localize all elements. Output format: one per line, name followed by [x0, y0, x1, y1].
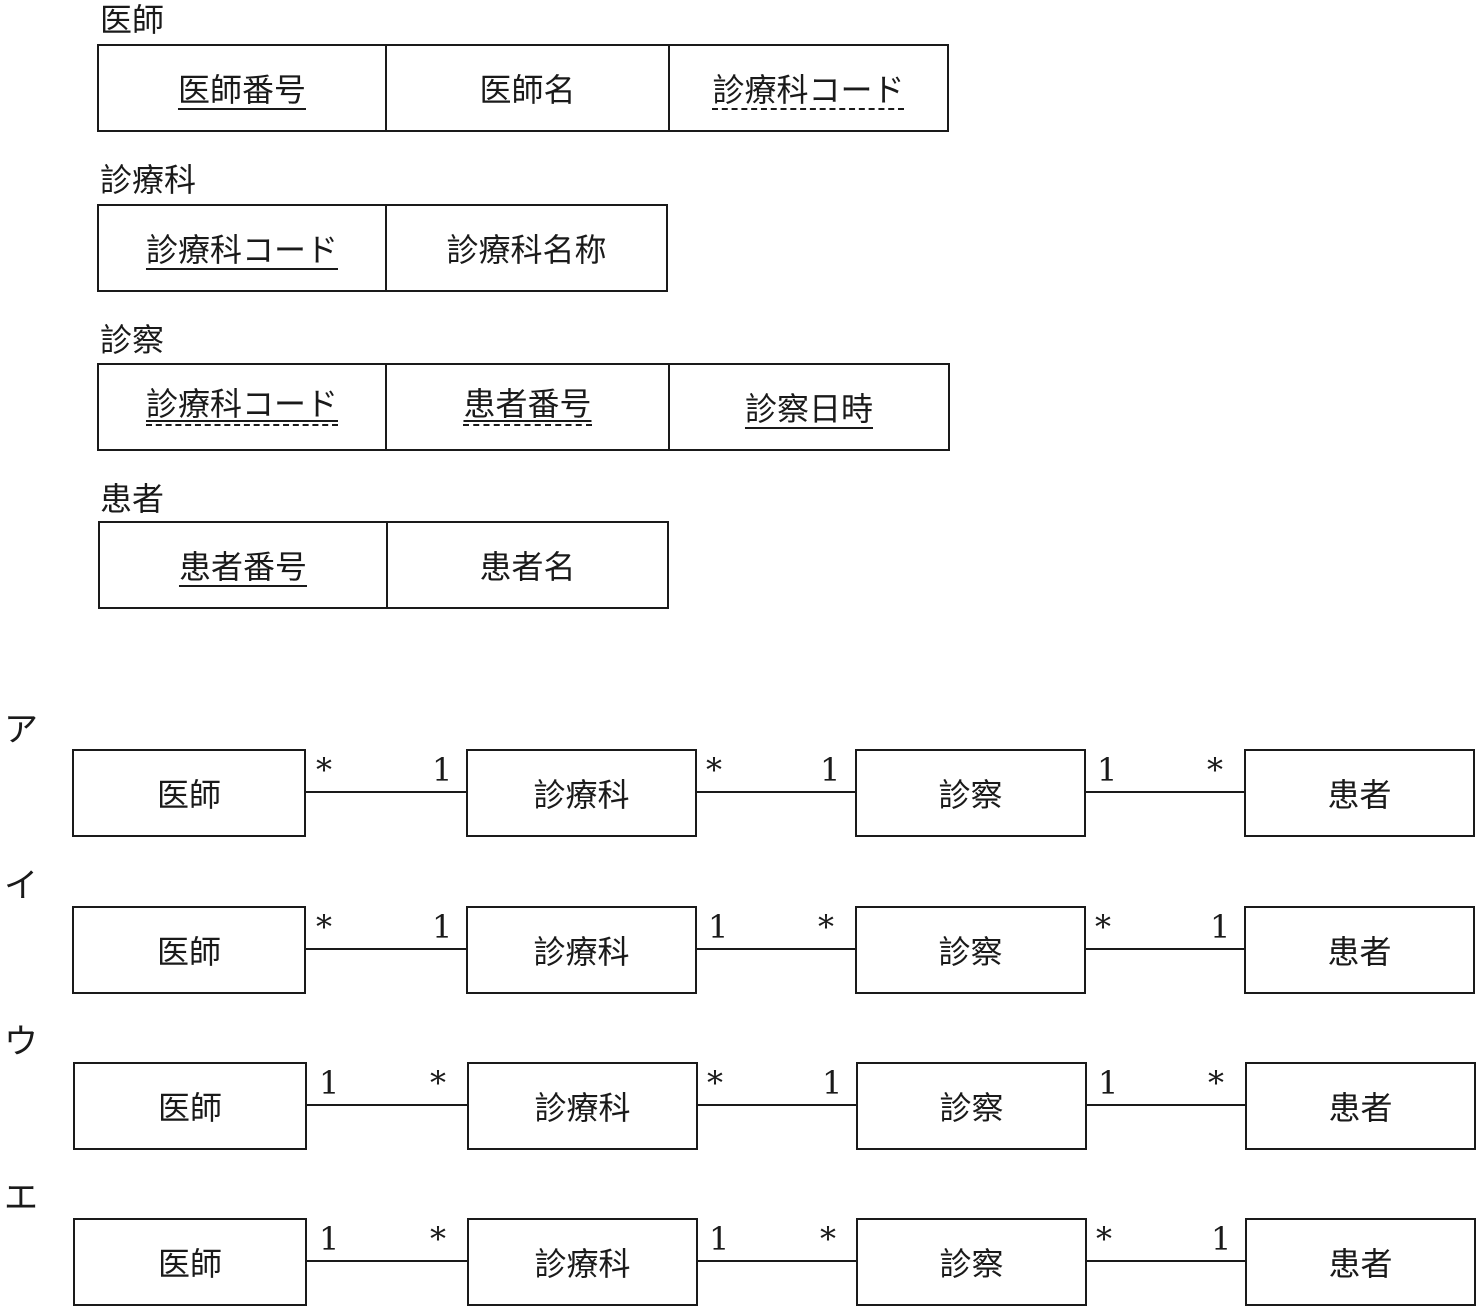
option-e-link-3-left-mult: * — [1096, 1220, 1112, 1258]
table-department: 診療科コード 診療科名称 — [97, 204, 668, 292]
table-doctor: 医師番号 医師名 診療科コード — [97, 44, 949, 132]
consultation-datetime-label: 診察日時 — [744, 390, 873, 428]
option-u-link-2-right-mult: 1 — [822, 1064, 843, 1102]
option-i-link-2 — [697, 948, 855, 950]
patient-name-label: 患者名 — [479, 548, 576, 586]
consultation-patient-id-text: 患者番号 — [463, 384, 592, 423]
option-a-link-1 — [306, 791, 466, 793]
patient-col-name: 患者名 — [388, 523, 667, 607]
patient-col-id: 患者番号 — [100, 523, 388, 607]
option-a-entity-doctor: 医師 — [72, 749, 306, 837]
option-e-entity-department: 診療科 — [467, 1218, 698, 1306]
option-u-link-3-right-mult: * — [1208, 1064, 1224, 1102]
option-a-link-2 — [697, 791, 855, 793]
department-col-code: 診療科コード — [99, 206, 387, 290]
table-label-doctor: 医師 — [100, 1, 165, 39]
option-e-link-1 — [307, 1260, 467, 1262]
option-label-a: ア — [4, 710, 38, 750]
option-u-entity-patient: 患者 — [1245, 1062, 1476, 1150]
option-e-link-1-left-mult: 1 — [319, 1220, 340, 1258]
option-u-entity-doctor: 医師 — [73, 1062, 307, 1150]
option-a-link-1-left-mult: * — [316, 751, 332, 789]
option-e-link-2 — [698, 1260, 856, 1262]
option-u-link-3 — [1087, 1104, 1245, 1106]
option-i-diagram: 医師 * 1 診療科 1 * 診察 * 1 患者 — [0, 906, 1484, 996]
option-u-diagram: 医師 1 * 診療科 * 1 診察 1 * 患者 — [0, 1062, 1484, 1152]
patient-id-label: 患者番号 — [178, 548, 307, 586]
option-a-link-3 — [1086, 791, 1244, 793]
option-i-link-2-right-mult: * — [818, 908, 834, 946]
department-col-name: 診療科名称 — [387, 206, 666, 290]
option-i-link-3-right-mult: 1 — [1210, 908, 1231, 946]
option-u-link-1-left-mult: 1 — [319, 1064, 340, 1102]
table-patient: 患者番号 患者名 — [98, 521, 669, 609]
consultation-patient-id-label: 患者番号 — [463, 384, 592, 427]
option-i-entity-patient: 患者 — [1244, 906, 1475, 994]
table-label-patient: 患者 — [100, 480, 165, 518]
doctor-dept-code-label: 診療科コード — [712, 71, 905, 109]
doctor-name-label: 医師名 — [479, 71, 576, 109]
option-e-link-3-right-mult: 1 — [1211, 1220, 1232, 1258]
option-label-e: エ — [4, 1178, 38, 1218]
option-e-diagram: 医師 1 * 診療科 1 * 診察 * 1 患者 — [0, 1218, 1484, 1308]
option-label-u: ウ — [4, 1022, 38, 1062]
option-e-link-3 — [1087, 1260, 1245, 1262]
department-code-label: 診療科コード — [145, 231, 338, 269]
consultation-dept-code-text: 診療科コード — [145, 384, 338, 423]
option-i-link-1-right-mult: 1 — [432, 908, 453, 946]
option-i-entity-doctor: 医師 — [72, 906, 306, 994]
option-e-link-1-right-mult: * — [430, 1220, 446, 1258]
option-i-link-2-left-mult: 1 — [708, 908, 729, 946]
option-e-link-2-left-mult: 1 — [709, 1220, 730, 1258]
option-a-link-1-right-mult: 1 — [432, 751, 453, 789]
option-a-link-2-right-mult: 1 — [820, 751, 841, 789]
consultation-dept-code-label: 診療科コード — [145, 384, 338, 427]
option-label-i: イ — [4, 866, 38, 906]
option-a-entity-consultation: 診察 — [855, 749, 1086, 837]
option-e-entity-doctor: 医師 — [73, 1218, 307, 1306]
option-u-entity-department: 診療科 — [467, 1062, 698, 1150]
option-i-entity-consultation: 診察 — [855, 906, 1086, 994]
option-a-entity-department: 診療科 — [466, 749, 697, 837]
option-i-entity-department: 診療科 — [466, 906, 697, 994]
option-e-entity-patient: 患者 — [1245, 1218, 1476, 1306]
doctor-col-dept-code: 診療科コード — [670, 46, 947, 130]
consultation-col-dept-code: 診療科コード — [99, 365, 387, 449]
option-e-entity-consultation: 診察 — [856, 1218, 1087, 1306]
table-label-department: 診療科 — [100, 161, 197, 199]
option-u-link-2-left-mult: * — [707, 1064, 723, 1102]
table-consultation: 診療科コード 患者番号 診察日時 — [97, 363, 950, 451]
option-i-link-1-left-mult: * — [316, 908, 332, 946]
option-u-link-1-right-mult: * — [430, 1064, 446, 1102]
option-a-entity-patient: 患者 — [1244, 749, 1475, 837]
option-a-link-3-right-mult: * — [1207, 751, 1223, 789]
doctor-col-id: 医師番号 — [99, 46, 387, 130]
option-i-link-3-left-mult: * — [1095, 908, 1111, 946]
option-e-link-2-right-mult: * — [820, 1220, 836, 1258]
option-u-link-2 — [698, 1104, 856, 1106]
doctor-id-label: 医師番号 — [177, 71, 306, 109]
option-u-link-1 — [307, 1104, 467, 1106]
option-i-link-3 — [1086, 948, 1244, 950]
option-a-link-2-left-mult: * — [706, 751, 722, 789]
option-u-entity-consultation: 診察 — [856, 1062, 1087, 1150]
consultation-col-datetime: 診察日時 — [670, 365, 948, 449]
table-label-consultation: 診察 — [100, 321, 165, 359]
doctor-col-name: 医師名 — [387, 46, 670, 130]
consultation-col-patient-id: 患者番号 — [387, 365, 670, 449]
option-i-link-1 — [306, 948, 466, 950]
option-a-diagram: 医師 * 1 診療科 * 1 診察 1 * 患者 — [0, 749, 1484, 839]
option-u-link-3-left-mult: 1 — [1098, 1064, 1119, 1102]
option-a-link-3-left-mult: 1 — [1097, 751, 1118, 789]
department-name-label: 診療科名称 — [446, 231, 607, 269]
